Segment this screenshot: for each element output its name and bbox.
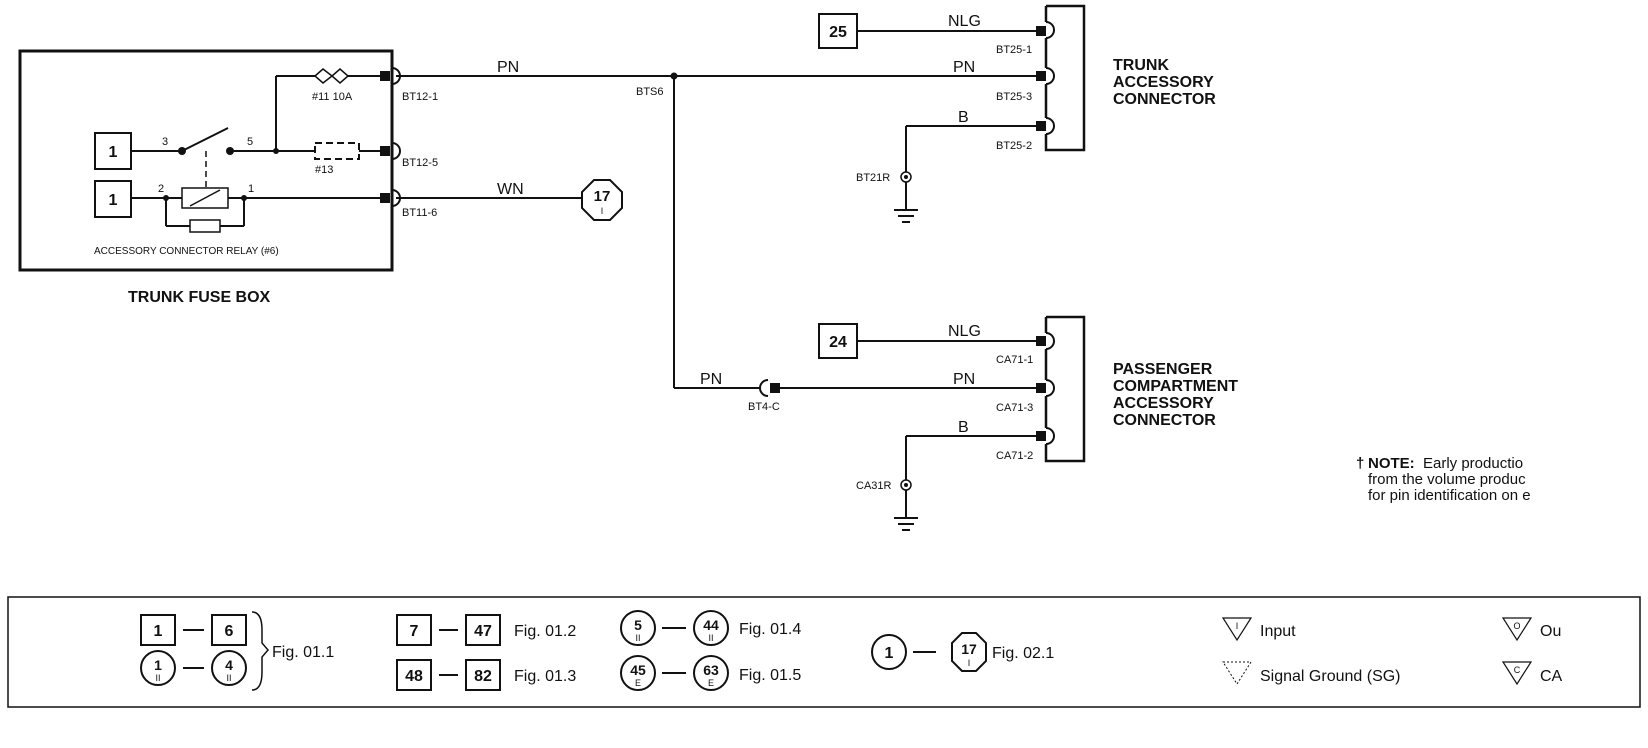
trunk-connector-line-2: ACCESSORY [1113,74,1214,91]
passenger-connector-body [1044,315,1086,463]
legend-fig-02-1: Fig. 02.1 [992,645,1054,662]
legend-fig-01-4: Fig. 01.4 [739,621,801,638]
legend-input-tri-letter: I [1236,621,1239,631]
legend-circle-63: 63 [703,662,719,678]
legend-input: Input [1260,623,1296,640]
legend-signal-ground: Signal Ground (SG) [1260,668,1401,685]
note-dagger: † [1356,455,1364,472]
wire-nlg-low: NLG [948,323,981,340]
legend-oct-17-sub: I [968,658,971,668]
splice-bts6: BTS6 [636,86,664,98]
ref-17-sub: I [601,206,604,216]
ref-25: 25 [829,24,847,41]
wire-wn: WN [497,181,524,198]
ref-17: 17 [594,188,611,205]
fuse-box-frame [18,49,394,272]
legend-box-1: 1 [154,623,163,640]
legend-circle-5-sub: II [635,633,640,643]
passenger-connector-line-3: ACCESSORY [1113,395,1214,412]
terminal-bt25-1: BT25-1 [996,44,1032,56]
pin-1: 1 [248,183,254,195]
pin-3: 3 [162,136,168,148]
terminal-ca71-1: CA71-1 [996,354,1033,366]
legend-circle-44: 44 [703,617,719,633]
legend-box-6: 6 [225,623,234,640]
terminal-bt12-1: BT12-1 [402,91,438,103]
legend-out-tri-letter: O [1513,621,1520,631]
ground-ca31r: CA31R [856,480,892,492]
terminal-ca71-3: CA71-3 [996,402,1033,414]
trunk-connector-line-3: CONNECTOR [1113,91,1216,108]
legend-box-82: 82 [474,668,492,685]
ref-octagon-17 [581,179,623,221]
terminal-bt25-2: BT25-2 [996,140,1032,152]
terminal-ca71-2: CA71-2 [996,450,1033,462]
legend-circle-4-sub: II [226,673,231,683]
fuse-11-label: #11 10A [312,91,353,103]
legend-circle-45-sub: E [635,678,641,688]
relay-label: ACCESSORY CONNECTOR RELAY (#6) [94,246,279,257]
wire-pn-low-right: PN [953,371,975,388]
fuse-box-title: TRUNK FUSE BOX [128,289,271,306]
wire-pn-top: PN [953,59,975,76]
legend-box-48: 48 [405,668,423,685]
legend-circle-1-sub: II [155,673,160,683]
trunk-connector-line-1: TRUNK [1113,57,1169,74]
legend-circle-1: 1 [154,657,162,673]
legend-box-7: 7 [410,623,419,640]
note-line-1: Early productio [1423,455,1523,472]
legend-oct-17: 17 [961,641,977,657]
ref-box-25 [818,13,858,49]
legend-ca: CA [1540,668,1563,685]
ref-box-24 [818,323,858,359]
legend-output: Ou [1540,623,1561,640]
wire-pn-low-left: PN [700,371,722,388]
fuse-box-input-label-b: 1 [109,192,118,209]
passenger-connector-line-1: PASSENGER [1113,361,1213,378]
note-line-2: from the volume produc [1368,471,1526,488]
note-head: NOTE: [1368,455,1415,472]
terminal-bt12-5: BT12-5 [402,157,438,169]
terminal-bt25-3: BT25-3 [996,91,1032,103]
legend-box-47: 47 [474,623,492,640]
legend-fig-01-5: Fig. 01.5 [739,667,801,684]
legend-circle-44-sub: II [708,633,713,643]
passenger-connector-line-4: CONNECTOR [1113,412,1216,429]
wire-nlg-top: NLG [948,13,981,30]
wire-pn-main: PN [497,59,519,76]
ref-24: 24 [829,334,847,351]
pin-5: 5 [247,136,253,148]
fuse-13-label: #13 [315,164,333,176]
legend-frame [7,596,1641,708]
legend-oval-1: 1 [885,645,894,662]
legend-circle-63-sub: E [708,678,714,688]
fuse-box-input-label-a: 1 [109,144,118,161]
wire-b-top: B [958,109,969,126]
legend-fig-01-3: Fig. 01.3 [514,668,576,685]
legend-ca-tri-letter: C [1514,665,1521,675]
passenger-connector-line-2: COMPARTMENT [1113,378,1238,395]
terminal-bt11-6: BT11-6 [402,207,437,219]
pin-2: 2 [158,183,164,195]
wire-b-low: B [958,419,969,436]
legend-circle-45: 45 [630,662,646,678]
legend-fig-01-2: Fig. 01.2 [514,623,576,640]
trunk-connector-body [1044,4,1086,152]
note-line-3: for pin identification on e [1368,487,1531,504]
legend-circle-4: 4 [225,657,233,673]
ground-bt21r: BT21R [856,172,890,184]
legend-fig-01-1: Fig. 01.1 [272,644,334,661]
legend-circle-5: 5 [634,617,642,633]
terminal-bt4-c: BT4-C [748,401,780,413]
